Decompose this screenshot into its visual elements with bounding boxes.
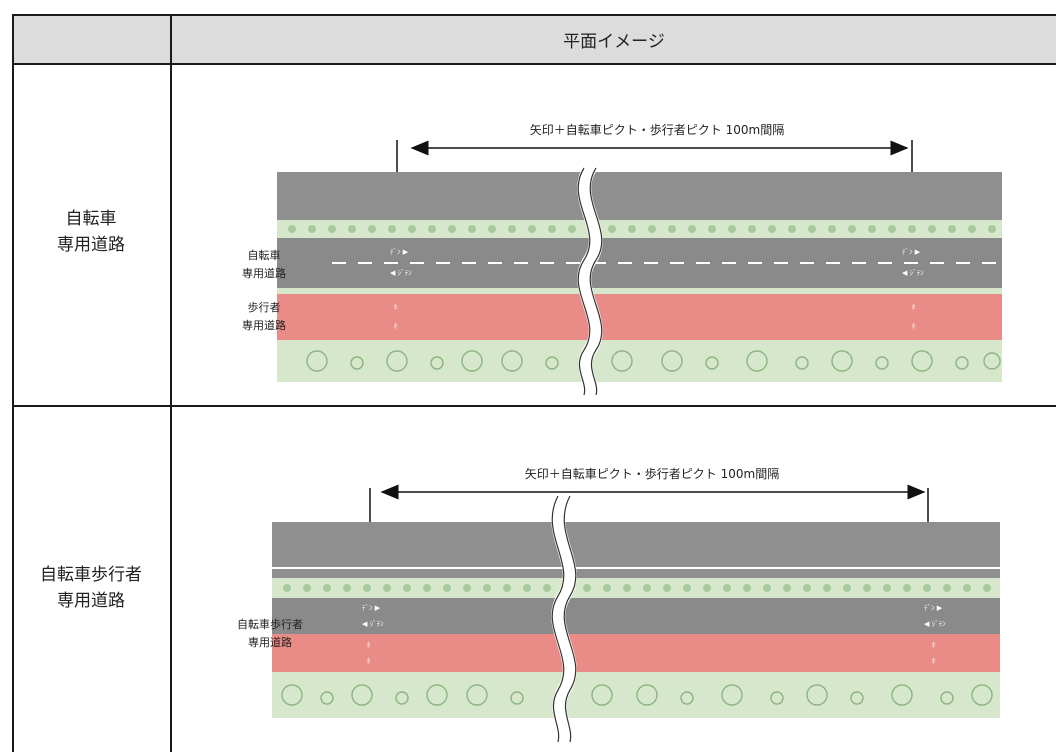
- cycle-road-plan-diagram: 矢印＋自転車ピクト・歩行者ピクト 100m間隔: [242, 122, 1002, 398]
- svg-text:ﾃﾞﾝ ▶: ﾃﾞﾝ ▶: [902, 248, 921, 256]
- svg-text:ﾎ: ﾎ: [932, 657, 936, 665]
- svg-text:ﾃﾞﾝ ▶: ﾃﾞﾝ ▶: [924, 604, 943, 612]
- row1-label-line1: 自転車: [65, 209, 117, 229]
- column-divider: [170, 14, 172, 752]
- svg-text:ﾎ: ﾎ: [394, 303, 398, 311]
- row1-roadway: [277, 172, 1002, 220]
- svg-text:ﾎ: ﾎ: [367, 657, 371, 665]
- row1-pedestrian-lane: [277, 294, 1002, 340]
- header-plan-image-text: 平面イメージ: [563, 32, 665, 52]
- row2-pictograms: ﾃﾞﾝ ▶◀ ｼﾞﾃﾝ ﾎﾎ ﾃﾞﾝ ▶◀ ｼﾞﾃﾝ ﾎﾎ: [362, 604, 946, 665]
- row-divider: [12, 405, 1056, 407]
- row1-roadside-planting: [277, 340, 1002, 382]
- row2-roadway: [272, 522, 1000, 578]
- svg-text:ﾎ: ﾎ: [394, 322, 398, 330]
- svg-text:ﾎ: ﾎ: [912, 322, 916, 330]
- row1-break-mark-fill: [577, 164, 603, 398]
- svg-text:ﾎ: ﾎ: [932, 641, 936, 649]
- row1-median-planting: [277, 220, 1002, 238]
- row1-label: 自転車 専用道路: [12, 206, 170, 258]
- table-top-border: [12, 14, 1056, 16]
- row2-median-shrubs: [283, 584, 991, 592]
- row2-lane1-label-line2: 専用道路: [248, 635, 292, 649]
- row1-trees: [306, 350, 1001, 372]
- header-bottom-border: [12, 63, 1056, 65]
- svg-text:ﾎ: ﾎ: [367, 641, 371, 649]
- row2-lane1-label-line1: 自転車歩行者: [237, 617, 303, 631]
- row2-break-mark-left: [551, 495, 565, 743]
- svg-text:◀ ｼﾞﾃﾝ: ◀ ｼﾞﾃﾝ: [362, 620, 384, 628]
- header-cell-plan-image: 平面イメージ: [172, 16, 1056, 63]
- row2-roadside-planting: [272, 672, 1000, 718]
- header-cell-empty: [12, 16, 170, 63]
- table-left-border: [12, 14, 14, 752]
- row1-median-shrubs: [288, 225, 996, 233]
- row2-label-line1: 自転車歩行者: [40, 565, 142, 585]
- row1-label-line2: 専用道路: [57, 235, 125, 255]
- row1-pictograms: ﾃﾞﾝ ▶ ◀ ｼﾞﾃﾝ ﾎ ﾎ ﾃﾞﾝ ▶ ◀ ｼﾞﾃﾝ ﾎ ﾎ: [390, 248, 924, 330]
- row1-break-mark-right: [589, 167, 603, 396]
- row2-label: 自転車歩行者 専用道路: [12, 562, 170, 614]
- row1-lane2-label-line1: 歩行者: [248, 300, 281, 314]
- row2-median-planting: [272, 578, 1000, 598]
- row1-lane-separator: [277, 288, 1002, 294]
- row1-break-mark-left: [577, 167, 591, 396]
- row1-dimension-label: 矢印＋自転車ピクト・歩行者ピクト 100m間隔: [530, 122, 784, 137]
- row2-dimension-label: 矢印＋自転車ピクト・歩行者ピクト 100m間隔: [525, 466, 779, 481]
- svg-text:ﾃﾞﾝ ▶: ﾃﾞﾝ ▶: [390, 248, 409, 256]
- comparison-table: 平面イメージ 自転車 専用道路 自転車歩行者 専用道路 矢印＋自転車ピクト・歩行…: [12, 14, 1056, 752]
- svg-text:ﾎ: ﾎ: [912, 303, 916, 311]
- row2-break-mark-right: [563, 495, 577, 743]
- svg-text:ﾃﾞﾝ ▶: ﾃﾞﾝ ▶: [362, 604, 381, 612]
- row1-lane1-label-line1: 自転車: [248, 248, 281, 262]
- svg-text:◀ ｼﾞﾃﾝ: ◀ ｼﾞﾃﾝ: [390, 269, 412, 277]
- row2-trees: [281, 684, 993, 706]
- row1-lane1-label-line2: 専用道路: [242, 266, 286, 280]
- svg-text:◀ ｼﾞﾃﾝ: ◀ ｼﾞﾃﾝ: [924, 620, 946, 628]
- svg-text:◀ ｼﾞﾃﾝ: ◀ ｼﾞﾃﾝ: [902, 269, 924, 277]
- row1-lane2-label-line2: 専用道路: [242, 318, 286, 332]
- row2-break-mark-fill: [551, 492, 577, 744]
- cycle-pedestrian-road-plan-diagram: 矢印＋自転車ピクト・歩行者ピクト 100m間隔: [237, 466, 1000, 744]
- row2-cycle-lane: [272, 598, 1000, 634]
- row2-label-line2: 専用道路: [57, 591, 125, 611]
- row2-pedestrian-lane: [272, 634, 1000, 672]
